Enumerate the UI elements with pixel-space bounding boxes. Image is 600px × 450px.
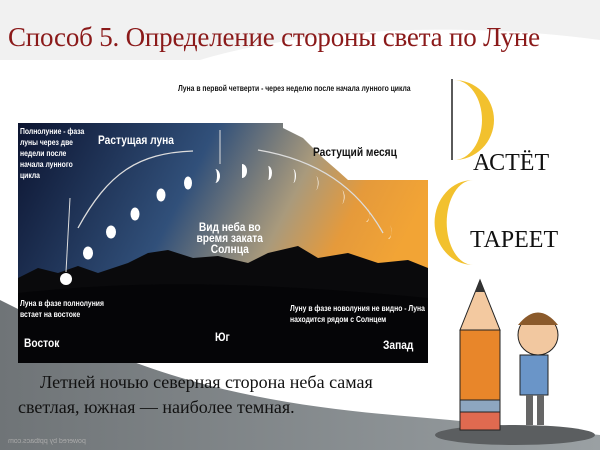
pencil-boy-illustration xyxy=(435,278,595,445)
full-moon-phase-label: Полнолуние - фаза луны через две недели … xyxy=(20,127,85,180)
south-label: Юг xyxy=(215,330,230,344)
moon-phase-marks xyxy=(60,164,392,285)
mnemonic-grows: АСТЁТ xyxy=(473,150,550,176)
new-moon-label: Луну в фазе новолуния не видно - Луна на… xyxy=(290,304,425,324)
watermark: powered by pptbacs.com xyxy=(8,438,86,445)
caption-body: Летней ночью северная сторона неба самая… xyxy=(18,372,373,417)
waning-crescent-icon xyxy=(434,180,473,265)
waxing-moon-label: Растущая луна xyxy=(98,133,174,147)
waxing-crescent-icon xyxy=(454,80,494,160)
moon-phases-diagram: Луна в первой четверти - через неделю по… xyxy=(18,78,428,363)
waxing-crescent-label: Растущий месяц xyxy=(313,145,397,159)
sky-view-label: Вид неба во время заката Солнца xyxy=(196,220,263,256)
first-quarter-label: Луна в первой четверти - через неделю по… xyxy=(178,84,411,93)
slide-title: Способ 5. Определение стороны света по Л… xyxy=(8,22,540,52)
caption-text: Летней ночью северная сторона неба самая… xyxy=(18,370,438,420)
west-label: Запад xyxy=(383,338,414,352)
full-moon-rises-label: Луна в фазе полнолуния встает на востоке xyxy=(20,299,104,319)
mnemonic-ages: ТАРЕЕТ xyxy=(470,227,559,253)
east-label: Восток xyxy=(24,336,60,350)
moon-crescents xyxy=(434,79,494,265)
